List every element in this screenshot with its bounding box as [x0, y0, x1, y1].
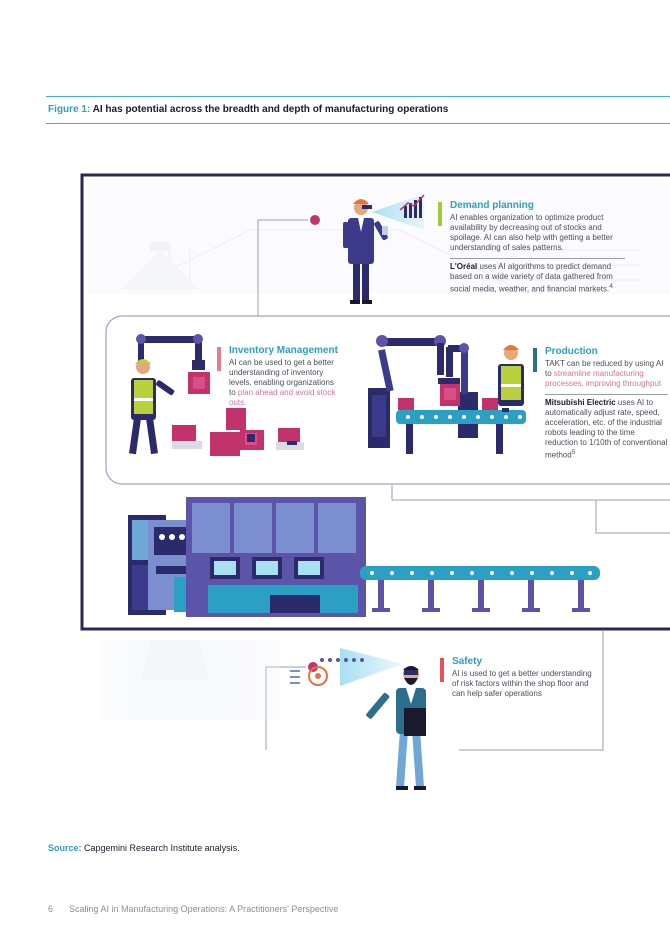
production-body-highlight: streamline manufacturing processes, impr…	[545, 369, 662, 388]
source-label: Source:	[48, 843, 82, 853]
inventory-management-body: AI can be used to get a better understan…	[229, 358, 341, 408]
production-separator	[545, 394, 668, 395]
production-card: Production TAKT can be reduced by using …	[533, 346, 668, 461]
demand-planning-card: Demand planning AI enables organization …	[438, 200, 625, 295]
production-body: TAKT can be reduced by using AI to strea…	[545, 359, 668, 389]
inventory-scene	[129, 334, 304, 456]
inventory-management-body-highlight: plan ahead and avoid stock outs.	[229, 388, 336, 407]
demand-planning-separator	[450, 258, 625, 259]
inventory-management-body-text: AI can be used to get a better understan…	[229, 358, 334, 397]
production-body-text: TAKT can be reduced by using AI to	[545, 359, 664, 378]
manufacturing-illustration	[80, 173, 670, 790]
connector-lines	[257, 219, 670, 751]
inventory-management-card: Inventory Management AI can be used to g…	[217, 345, 341, 408]
factory-machines	[128, 497, 600, 617]
figure-label: Figure 1:	[48, 104, 91, 115]
demand-planning-example-text: uses AI algorithms to predict demand bas…	[450, 262, 613, 294]
demand-planning-body: AI enables organization to optimize prod…	[450, 213, 613, 252]
safety-heading: Safety	[452, 656, 483, 667]
figure-title-text: AI has potential across the breadth and …	[92, 104, 449, 115]
source-note: Source: Capgemini Research Institute ana…	[48, 843, 240, 853]
page-footer: 6 Scaling AI in Manufacturing Operations:…	[48, 904, 338, 914]
source-text: Capgemini Research Institute analysis.	[81, 843, 240, 853]
inventory-management-color-bar	[217, 347, 221, 371]
lower-background	[100, 640, 280, 720]
demand-planning-example: L'Oréal uses AI algorithms to predict de…	[450, 262, 625, 295]
production-example-text: uses AI to automatically adjust rate, sp…	[545, 398, 668, 460]
figure-title: Figure 1: AI has potential across the br…	[48, 104, 448, 115]
demand-planning-footnote: 4	[609, 283, 613, 290]
document-title: Scaling AI in Manufacturing Operations: …	[69, 904, 339, 914]
production-scene	[368, 335, 526, 454]
demand-planning-heading: Demand planning	[450, 200, 534, 211]
safety-color-bar	[440, 658, 444, 682]
demand-planning-color-bar	[438, 202, 442, 226]
inventory-management-heading: Inventory Management	[229, 345, 338, 356]
figure-bottom-rule	[46, 123, 670, 124]
production-heading: Production	[545, 346, 598, 357]
safety-body: AI is used to get a better understanding…	[452, 669, 592, 698]
safety-worker	[290, 648, 426, 790]
safety-card: Safety AI is used to get a better unders…	[440, 656, 592, 699]
production-example-company: Mitsubishi Electric	[545, 398, 616, 407]
production-example: Mitsubishi Electric uses AI to automatic…	[545, 398, 668, 461]
demand-marker	[308, 213, 322, 227]
demand-worker	[343, 194, 425, 304]
production-footnote: 5	[571, 449, 576, 456]
page-number: 6	[48, 904, 54, 914]
demand-planning-example-company: L'Oréal	[450, 262, 478, 271]
production-color-bar	[533, 348, 537, 372]
background-structure	[88, 182, 670, 294]
figure-top-rule	[46, 96, 670, 97]
